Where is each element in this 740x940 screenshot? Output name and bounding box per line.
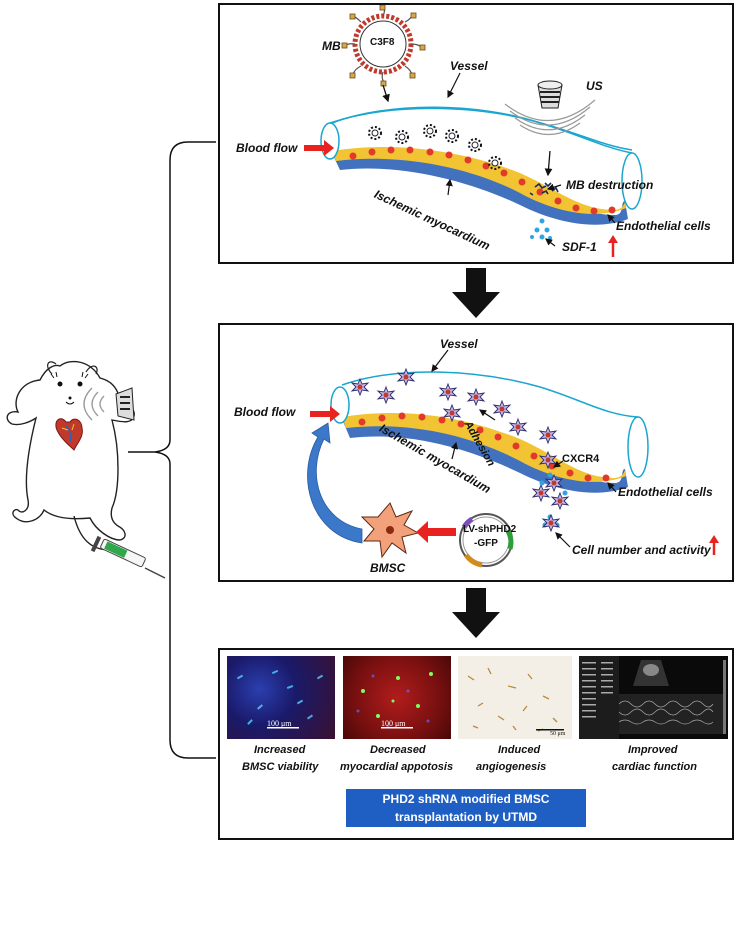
bmsc-viability-micrograph: 100 μm bbox=[227, 656, 335, 739]
return-arrow bbox=[307, 422, 363, 544]
mouse-ultrasound-probe-icon bbox=[83, 387, 135, 421]
conclusion-banner: PHD2 shRNA modified BMSC transplantation… bbox=[346, 789, 586, 827]
panel-outcomes: 100 μm 100 μm 50 μm bbox=[218, 648, 734, 840]
scale-bar-3: 50 μm bbox=[550, 731, 566, 737]
plasmid-label-2: -GFP bbox=[474, 538, 498, 549]
mb-label: MB bbox=[322, 39, 341, 53]
bmsc-label: BMSC bbox=[370, 561, 406, 575]
endothelial-nuclei bbox=[349, 146, 616, 215]
plasmid-label-1: LV-shPHD2 bbox=[463, 524, 517, 535]
syringe-icon bbox=[90, 535, 166, 579]
vessel-tube bbox=[320, 106, 643, 225]
panel-bmsc-homing: Vessel Blood flow Ischemic myocardium Ad… bbox=[218, 323, 734, 582]
panel-mb-destruction: MB C3F8 Vessel US Blood flow Ischemic my… bbox=[218, 3, 734, 264]
sdf1-increase-arrow bbox=[608, 235, 618, 257]
angiogenesis-micrograph: 50 μm bbox=[458, 656, 572, 739]
sdf1-label: SDF-1 bbox=[562, 240, 597, 254]
outcome-3-line2: angiogenesis bbox=[476, 761, 547, 773]
apoptosis-micrograph: 100 μm bbox=[343, 656, 451, 739]
plasmid-icon bbox=[459, 513, 514, 568]
outcome-2-line1: Decreased bbox=[370, 744, 426, 756]
panel2-illustration bbox=[307, 349, 719, 568]
microbubble-diagram bbox=[341, 5, 426, 87]
panel1-illustration bbox=[304, 5, 643, 257]
mouse-heart-icon bbox=[55, 418, 83, 451]
blood-flow-label-2: Blood flow bbox=[234, 405, 296, 419]
banner-line-1: PHD2 shRNA modified BMSC bbox=[382, 792, 550, 806]
mb-destruction-label: MB destruction bbox=[566, 178, 654, 192]
scale-bar-2: 100 μm bbox=[381, 719, 406, 728]
vessel-label-2: Vessel bbox=[440, 337, 478, 351]
down-arrow-1 bbox=[452, 268, 500, 318]
endothelial-cells-label-2: Endothelial cells bbox=[618, 485, 713, 499]
outcome-3-line1: Induced bbox=[498, 744, 541, 756]
ultrasound-transducer-icon bbox=[504, 80, 596, 136]
us-label: US bbox=[586, 79, 603, 93]
banner-line-2: transplantation by UTMD bbox=[394, 810, 537, 824]
sdf1-dots bbox=[530, 218, 552, 240]
outcome-4-line1: Improved bbox=[628, 744, 678, 756]
blood-flow-label: Blood flow bbox=[236, 141, 298, 155]
echocardiogram-image bbox=[579, 656, 728, 739]
mouse-illustration bbox=[6, 360, 166, 579]
transduction-arrow bbox=[416, 521, 456, 543]
cxcr4-label: CXCR4 bbox=[562, 453, 600, 465]
outcome-4-line2: cardiac function bbox=[612, 761, 697, 773]
cell-number-label: Cell number and activity bbox=[572, 543, 711, 557]
outcome-2-line2: myocardial appotosis bbox=[340, 761, 454, 773]
bmsc-cell-icon bbox=[360, 502, 420, 559]
c3f8-label: C3F8 bbox=[370, 37, 395, 48]
outcome-1-line1: Increased bbox=[254, 744, 306, 756]
vessel-label: Vessel bbox=[450, 59, 488, 73]
endothelial-cells-label: Endothelial cells bbox=[616, 219, 711, 233]
blood-flow-arrow bbox=[304, 140, 334, 156]
scale-bar-1: 100 μm bbox=[267, 719, 292, 728]
outcome-1-line2: BMSC viability bbox=[242, 761, 319, 773]
down-arrow-2 bbox=[452, 588, 500, 638]
